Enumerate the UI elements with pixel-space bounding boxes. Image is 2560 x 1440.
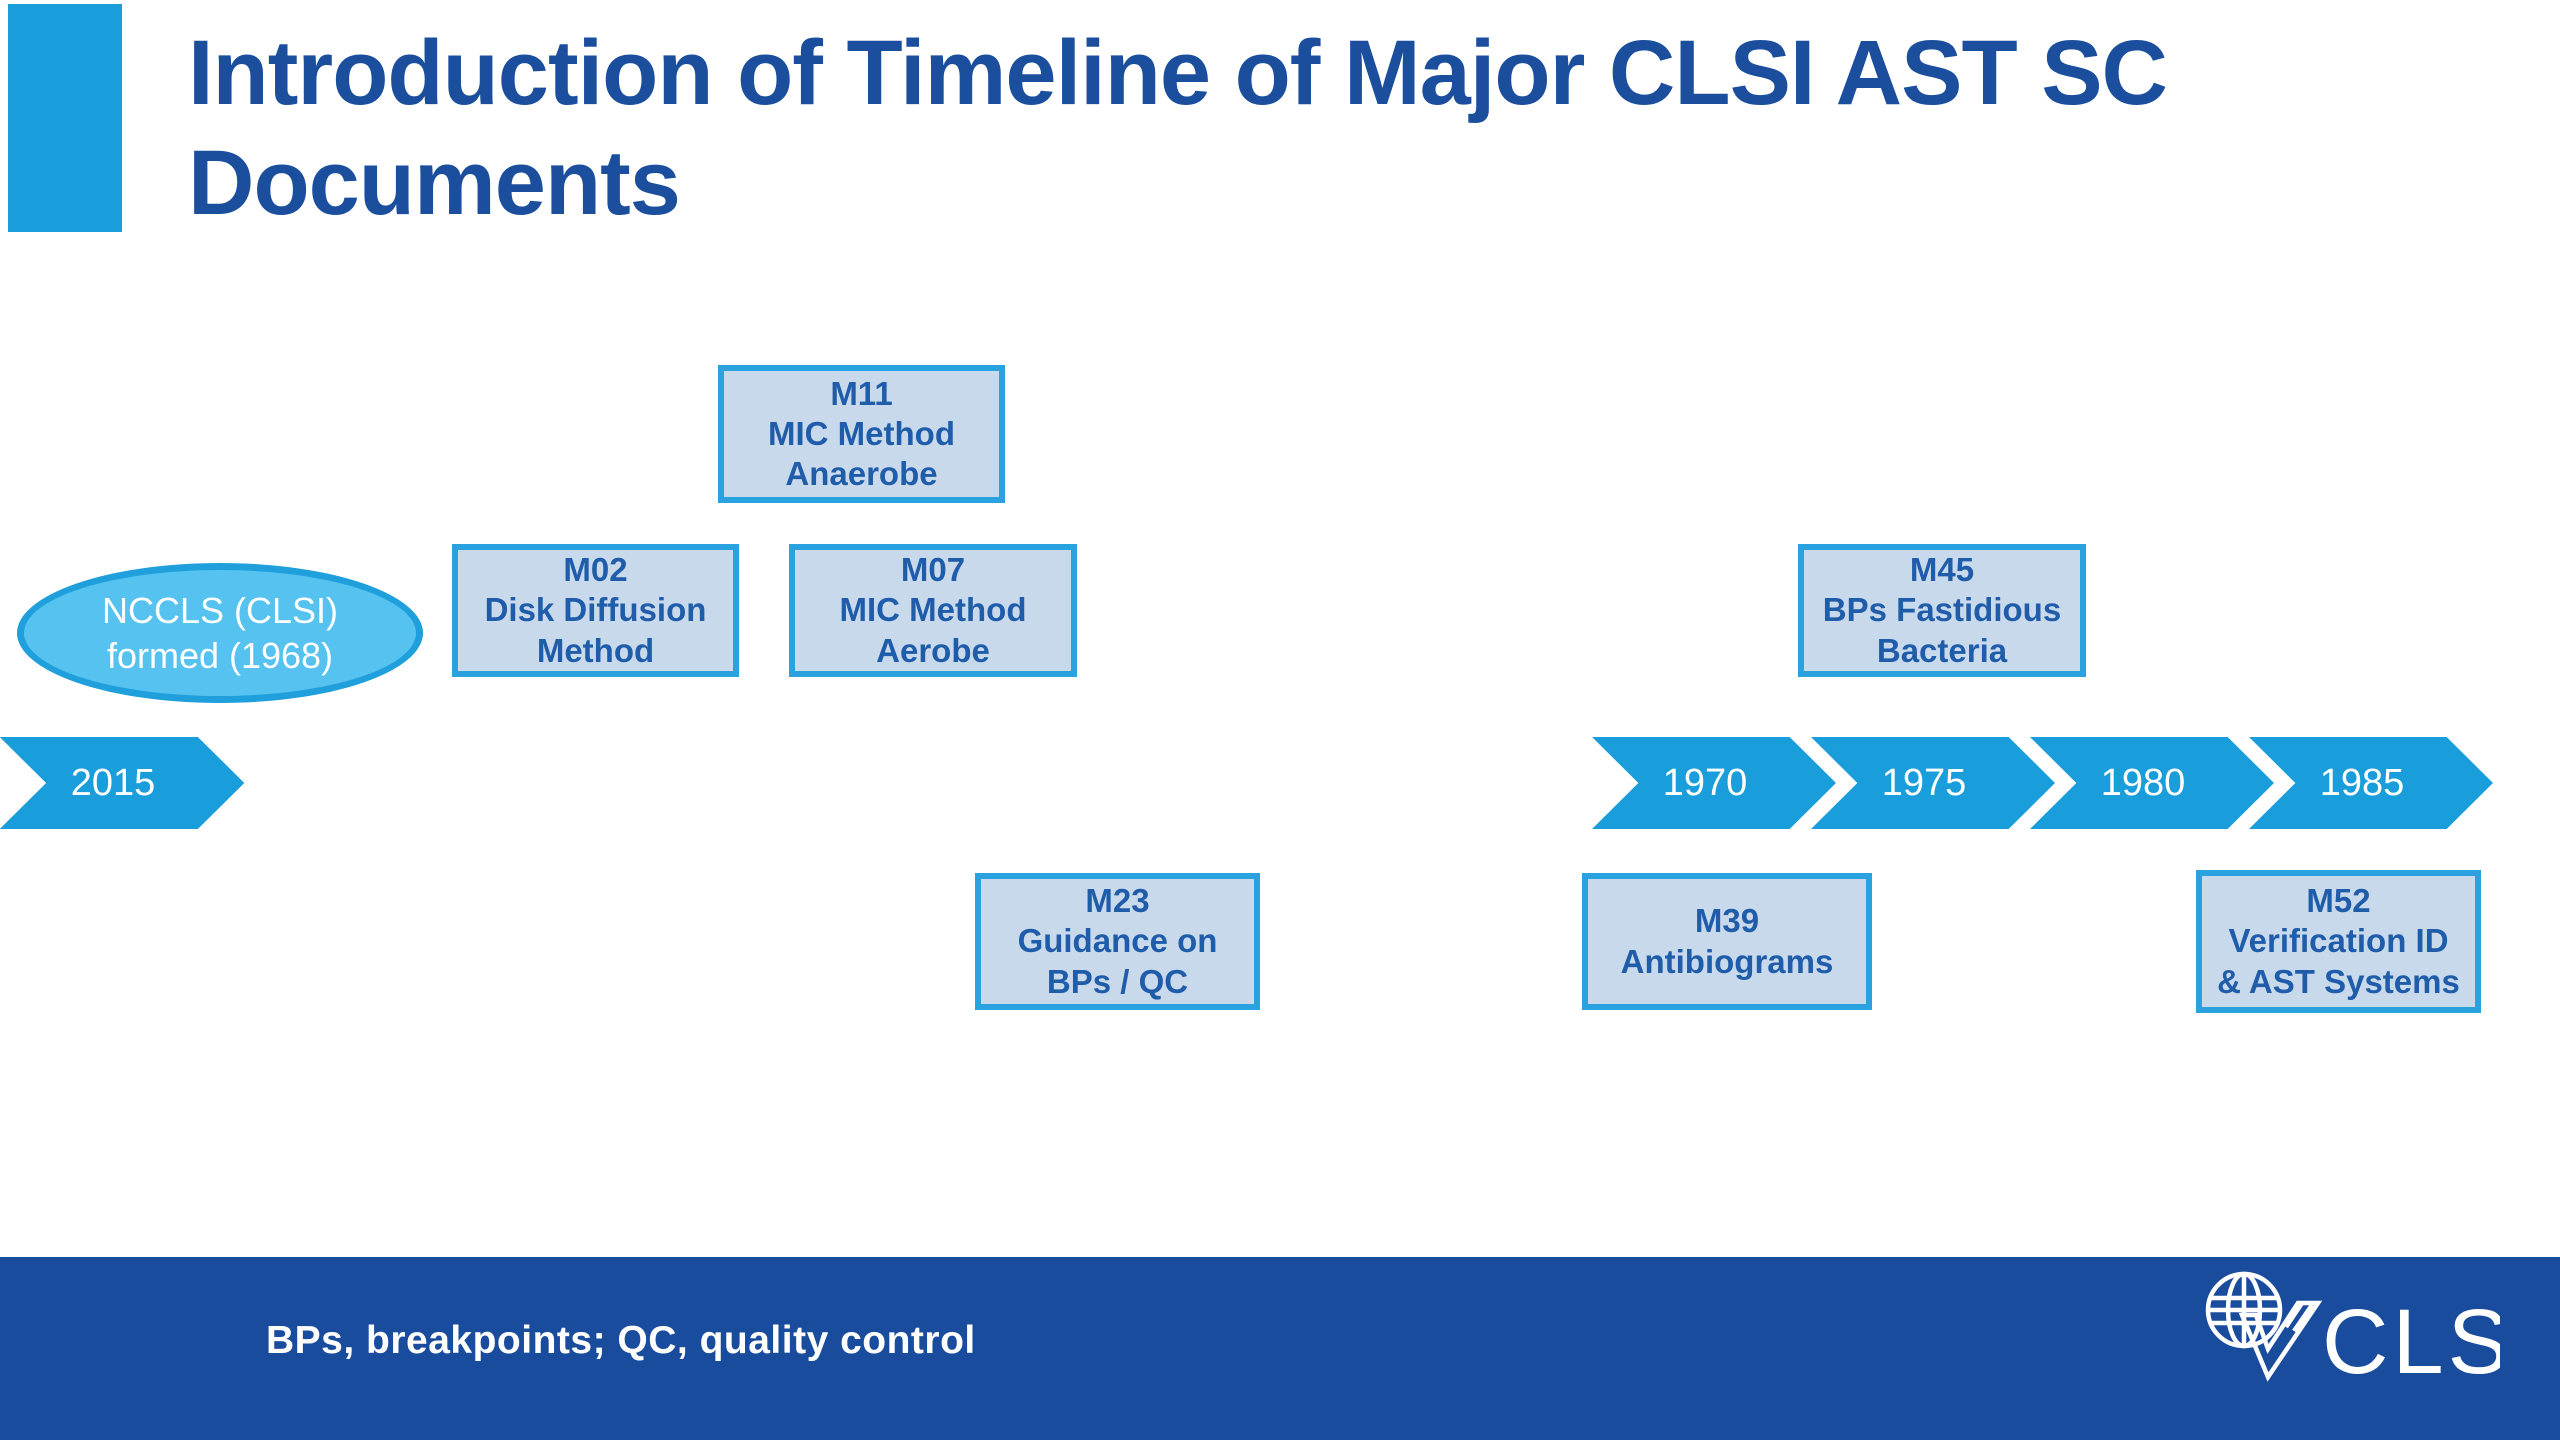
doc-box-m52: M52 Verification ID & AST Systems (2196, 870, 2481, 1013)
doc-box-m02: M02 Disk Diffusion Method (452, 544, 739, 677)
year-label: 1975 (1881, 761, 1967, 804)
doc-code: M45 (1909, 551, 1975, 589)
origin-ellipse: NCCLS (CLSI) formed (1968) (17, 563, 423, 703)
timeline-arrow-2015: 2015 (0, 737, 244, 829)
doc-line: Antibiograms (1620, 942, 1834, 980)
doc-line: & AST Systems (2217, 962, 2460, 1000)
doc-line: Bacteria (1876, 631, 2008, 669)
year-label: 1985 (2319, 761, 2405, 804)
doc-box-m23: M23 Guidance on BPs / QC (975, 873, 1260, 1010)
doc-box-m45: M45 BPs Fastidious Bacteria (1798, 544, 2086, 677)
timeline-arrow-1970: 1970 (1592, 737, 1836, 829)
doc-line: Method (536, 631, 655, 669)
globe-icon (2205, 1271, 2283, 1349)
doc-line: BPs / QC (1046, 962, 1189, 1000)
clsi-logo: CLSI (2205, 1271, 2500, 1393)
doc-line: Anaerobe (785, 455, 938, 493)
doc-line: Disk Diffusion (484, 591, 707, 629)
doc-line: Aerobe (876, 631, 990, 669)
slide-title: Introduction of Timeline of Major CLSI A… (188, 22, 2168, 235)
doc-code: M07 (900, 551, 966, 589)
clsi-logo-text: CLSI (2322, 1291, 2500, 1393)
doc-line: Guidance on (1017, 922, 1218, 960)
doc-line: Verification ID (2228, 922, 2449, 960)
doc-box-m11: M11 MIC Method Anaerobe (718, 365, 1005, 503)
doc-line: MIC Method (839, 591, 1027, 629)
checkmark-icon (2238, 1300, 2323, 1382)
doc-box-m39: M39 Antibiograms (1582, 873, 1872, 1010)
timeline-arrow-1975: 1975 (1811, 737, 2055, 829)
slide-accent-bar (8, 4, 122, 232)
timeline-arrow-1980: 1980 (2030, 737, 2274, 829)
year-label: 2015 (70, 761, 156, 804)
origin-ellipse-line2: formed (1968) (106, 635, 334, 676)
footer-abbreviation-note: BPs, breakpoints; QC, quality control (266, 1319, 976, 1362)
doc-line: BPs Fastidious (1822, 591, 2062, 629)
doc-code: M52 (2306, 882, 2371, 920)
footer-bar: BPs, breakpoints; QC, quality control CL… (0, 1257, 2560, 1440)
doc-line: MIC Method (768, 414, 955, 452)
doc-code: M23 (1085, 882, 1150, 920)
doc-code: M11 (830, 374, 893, 412)
doc-box-m07: M07 MIC Method Aerobe (789, 544, 1077, 677)
year-label: 1980 (2100, 761, 2186, 804)
timeline-arrow-1985: 1985 (2249, 737, 2493, 829)
year-label: 1970 (1662, 761, 1748, 804)
origin-ellipse-line1: NCCLS (CLSI) (101, 590, 339, 631)
doc-code: M02 (563, 551, 628, 589)
doc-code: M39 (1694, 902, 1760, 940)
